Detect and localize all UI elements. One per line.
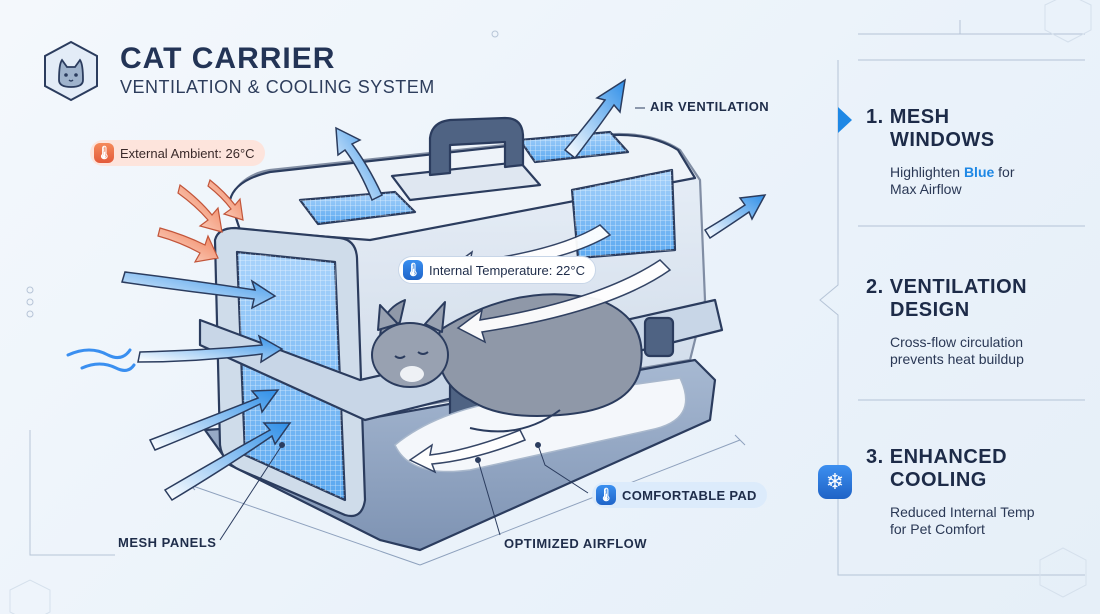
feature-description: Cross-flow circulation prevents heat bui…: [890, 334, 1024, 367]
feature-ventilation-design: 2. VENTILATION DESIGN Cross-flow circula…: [866, 276, 1027, 368]
decorative-lines: [26, 20, 1085, 576]
comfortable-pad-text: COMFORTABLE PAD: [622, 487, 757, 503]
feature-description: Reduced Internal Temp for Pet Comfort: [890, 504, 1035, 537]
leader-lines: [219, 107, 645, 541]
airflow-arrows-in: [121, 271, 292, 502]
internal-temp-badge: 🌡 Internal Temperature: 22°C: [398, 256, 596, 284]
app-logo: [40, 40, 102, 102]
warm-air-arrows: [157, 178, 244, 263]
page-subtitle: VENTILATION & COOLING SYSTEM: [120, 77, 435, 97]
feature-number: 1.: [866, 106, 884, 128]
air-ventilation-label: AIR VENTILATION: [650, 99, 770, 114]
feature-description: Highlighten Blue for Max Airflow: [890, 164, 1015, 197]
wind-icon: [66, 348, 136, 372]
highlight-blue-text: Blue: [963, 164, 995, 180]
feature-title: 1. MESH WINDOWS: [866, 106, 1015, 152]
airflow-arrows-out: [335, 78, 767, 240]
external-temp-text: External Ambient: 26°C: [120, 145, 255, 161]
feature-title-line1: VENTILATION: [889, 276, 1028, 298]
feature-title: 2. VENTILATION DESIGN: [866, 276, 1027, 322]
optimized-airflow-label: OPTIMIZED AIRFLOW: [504, 536, 648, 551]
thermometer-icon: 🌡: [94, 143, 114, 163]
feature-mesh-windows: 1. MESH WINDOWS Highlighten Blue for Max…: [866, 106, 1015, 198]
page-title: CAT CARRIER: [120, 42, 336, 75]
hexagon-decor: [9, 0, 1092, 614]
feature-title-line2: COOLING: [890, 469, 987, 491]
feature-title: 3. ENHANCED COOLING: [866, 446, 1035, 492]
feature-number: 2.: [866, 276, 884, 298]
feature-title-line2: DESIGN: [890, 299, 970, 321]
feature-title-line1: MESH: [889, 106, 950, 128]
feature-title-line1: ENHANCED: [889, 446, 1008, 468]
feature-title-line2: WINDOWS: [890, 129, 995, 151]
feature-number: 3.: [866, 446, 884, 468]
internal-temp-text: Internal Temperature: 22°C: [429, 262, 585, 278]
active-indicator-chevron-icon: [838, 107, 852, 133]
thermometer-icon: 🌡: [403, 260, 423, 280]
cat-face-icon: [44, 40, 98, 102]
feature-enhanced-cooling: 3. ENHANCED COOLING Reduced Internal Tem…: [866, 446, 1035, 538]
mesh-panels-label: MESH PANELS: [118, 535, 217, 550]
comfortable-pad-badge: 🌡 COMFORTABLE PAD: [592, 482, 767, 508]
external-temp-badge: 🌡 External Ambient: 26°C: [90, 140, 265, 166]
thermometer-icon: 🌡: [596, 485, 616, 505]
snowflake-icon: ❄: [818, 465, 852, 499]
